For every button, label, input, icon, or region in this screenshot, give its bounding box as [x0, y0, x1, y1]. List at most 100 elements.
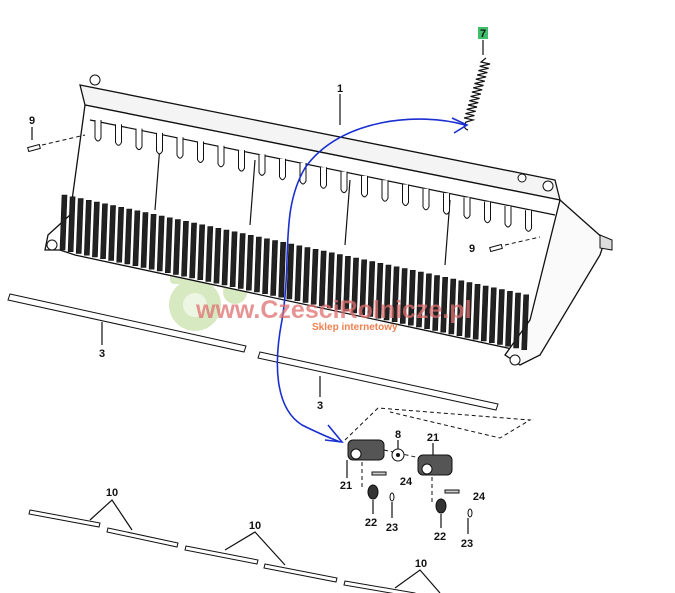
callout-3: 3 — [99, 348, 105, 360]
comb-tooth — [432, 275, 440, 331]
rod-part-3-right — [257, 351, 499, 411]
comb-tooth — [75, 198, 84, 254]
watermark-url: www.CzesciRolnicze.pl — [195, 296, 472, 324]
comb-tooth — [294, 245, 303, 302]
comb-tooth — [67, 196, 76, 253]
frame-hook — [320, 167, 327, 189]
callout-1: 1 — [337, 83, 343, 95]
hand-drawn-annotation-arrow — [276, 117, 469, 444]
frame-hook — [443, 193, 450, 215]
frame-hook — [217, 145, 225, 168]
frame-hook — [422, 188, 430, 211]
frame-hook — [156, 132, 163, 155]
comb-tooth — [326, 252, 335, 309]
comb-tooth — [302, 247, 311, 303]
comb-tooth — [399, 268, 408, 324]
comb-tooth — [197, 224, 206, 281]
comb-tooth — [480, 285, 489, 342]
comb-tooth — [456, 280, 465, 337]
frame-hook — [176, 137, 184, 159]
comb-tooth — [335, 254, 343, 310]
comb-tooth — [140, 212, 149, 268]
frame-hook — [402, 184, 409, 206]
rod-part-3-left — [7, 293, 247, 353]
callout-23: 23 — [461, 538, 473, 550]
comb-tooth — [367, 261, 376, 317]
callout-22: 22 — [434, 531, 446, 543]
comb-tooth — [472, 283, 481, 340]
comb-tooth — [464, 282, 473, 338]
callout-23: 23 — [386, 522, 398, 534]
comb-tooth — [424, 273, 432, 330]
frame-hook — [361, 175, 368, 198]
comb-tooth — [391, 266, 400, 323]
callout-7: 7 — [480, 28, 486, 40]
comb-tooth — [343, 255, 351, 312]
watermark-tagline: Sklep internetowy — [312, 322, 398, 333]
callout-highlight — [478, 27, 488, 39]
callout-9: 9 — [469, 243, 475, 255]
comb-tooth — [92, 201, 100, 258]
callout-22: 22 — [365, 517, 377, 529]
callout-21: 21 — [427, 432, 439, 444]
frame-hook — [484, 201, 491, 224]
pin-part-9-right — [489, 236, 541, 253]
comb-tooth — [262, 238, 270, 295]
comb-tooth — [245, 234, 254, 291]
callout-21: 21 — [340, 480, 352, 492]
comb-tooth — [505, 290, 513, 347]
callout-3: 3 — [317, 400, 323, 412]
bracket-part-21-right — [417, 443, 460, 505]
comb-tooth — [310, 248, 319, 305]
comb-tooth — [351, 257, 359, 314]
pin-part-9-left — [27, 127, 86, 153]
bearing-part-22-left — [367, 484, 379, 514]
comb-tooth — [488, 287, 497, 344]
comb-tooth — [497, 289, 505, 345]
callout-24: 24 — [400, 476, 413, 488]
comb-tooth — [213, 227, 222, 284]
washer-part-8 — [391, 440, 405, 462]
assembly-outline — [344, 407, 532, 441]
frame-hook — [94, 120, 102, 142]
comb-tooth — [407, 269, 416, 326]
comb-tooth — [286, 243, 295, 300]
frame-part-1 — [44, 74, 613, 366]
comb-tooth — [254, 236, 262, 293]
comb-tooth — [448, 278, 457, 335]
comb-tooth — [318, 250, 327, 307]
comb-tooth — [108, 205, 116, 261]
frame-hook — [279, 158, 286, 181]
comb-tooth — [383, 264, 392, 321]
frame-hook — [340, 171, 348, 194]
comb-tooth — [189, 222, 197, 279]
callout-10: 10 — [106, 487, 118, 499]
comb-tooth — [416, 271, 424, 328]
frame-hook — [135, 128, 143, 151]
ring-part-23-right — [467, 508, 473, 534]
comb-tooth — [513, 292, 521, 349]
spring-part-7 — [463, 57, 491, 131]
comb-tooth — [375, 262, 384, 319]
frame-hook — [381, 180, 389, 202]
callout-24: 24 — [473, 491, 486, 503]
comb-tooth — [359, 259, 368, 316]
callout-9: 9 — [29, 115, 35, 127]
comb-tooth — [440, 276, 449, 333]
callout-10: 10 — [249, 520, 261, 532]
frame-hook — [115, 124, 122, 146]
frame-hook — [258, 154, 266, 176]
callout-10: 10 — [415, 558, 427, 570]
frame-hook — [238, 150, 245, 172]
comb-tooth — [124, 208, 133, 265]
comb-tooth — [173, 219, 181, 275]
comb-tooth — [59, 194, 68, 251]
frame-hook — [525, 210, 532, 232]
comb-tooth — [229, 231, 238, 288]
comb-tooth — [83, 199, 92, 256]
comb-tooth — [100, 203, 108, 260]
frame-hook — [299, 163, 307, 185]
comb-tooth — [156, 215, 165, 272]
bearing-part-22-right — [435, 498, 447, 528]
